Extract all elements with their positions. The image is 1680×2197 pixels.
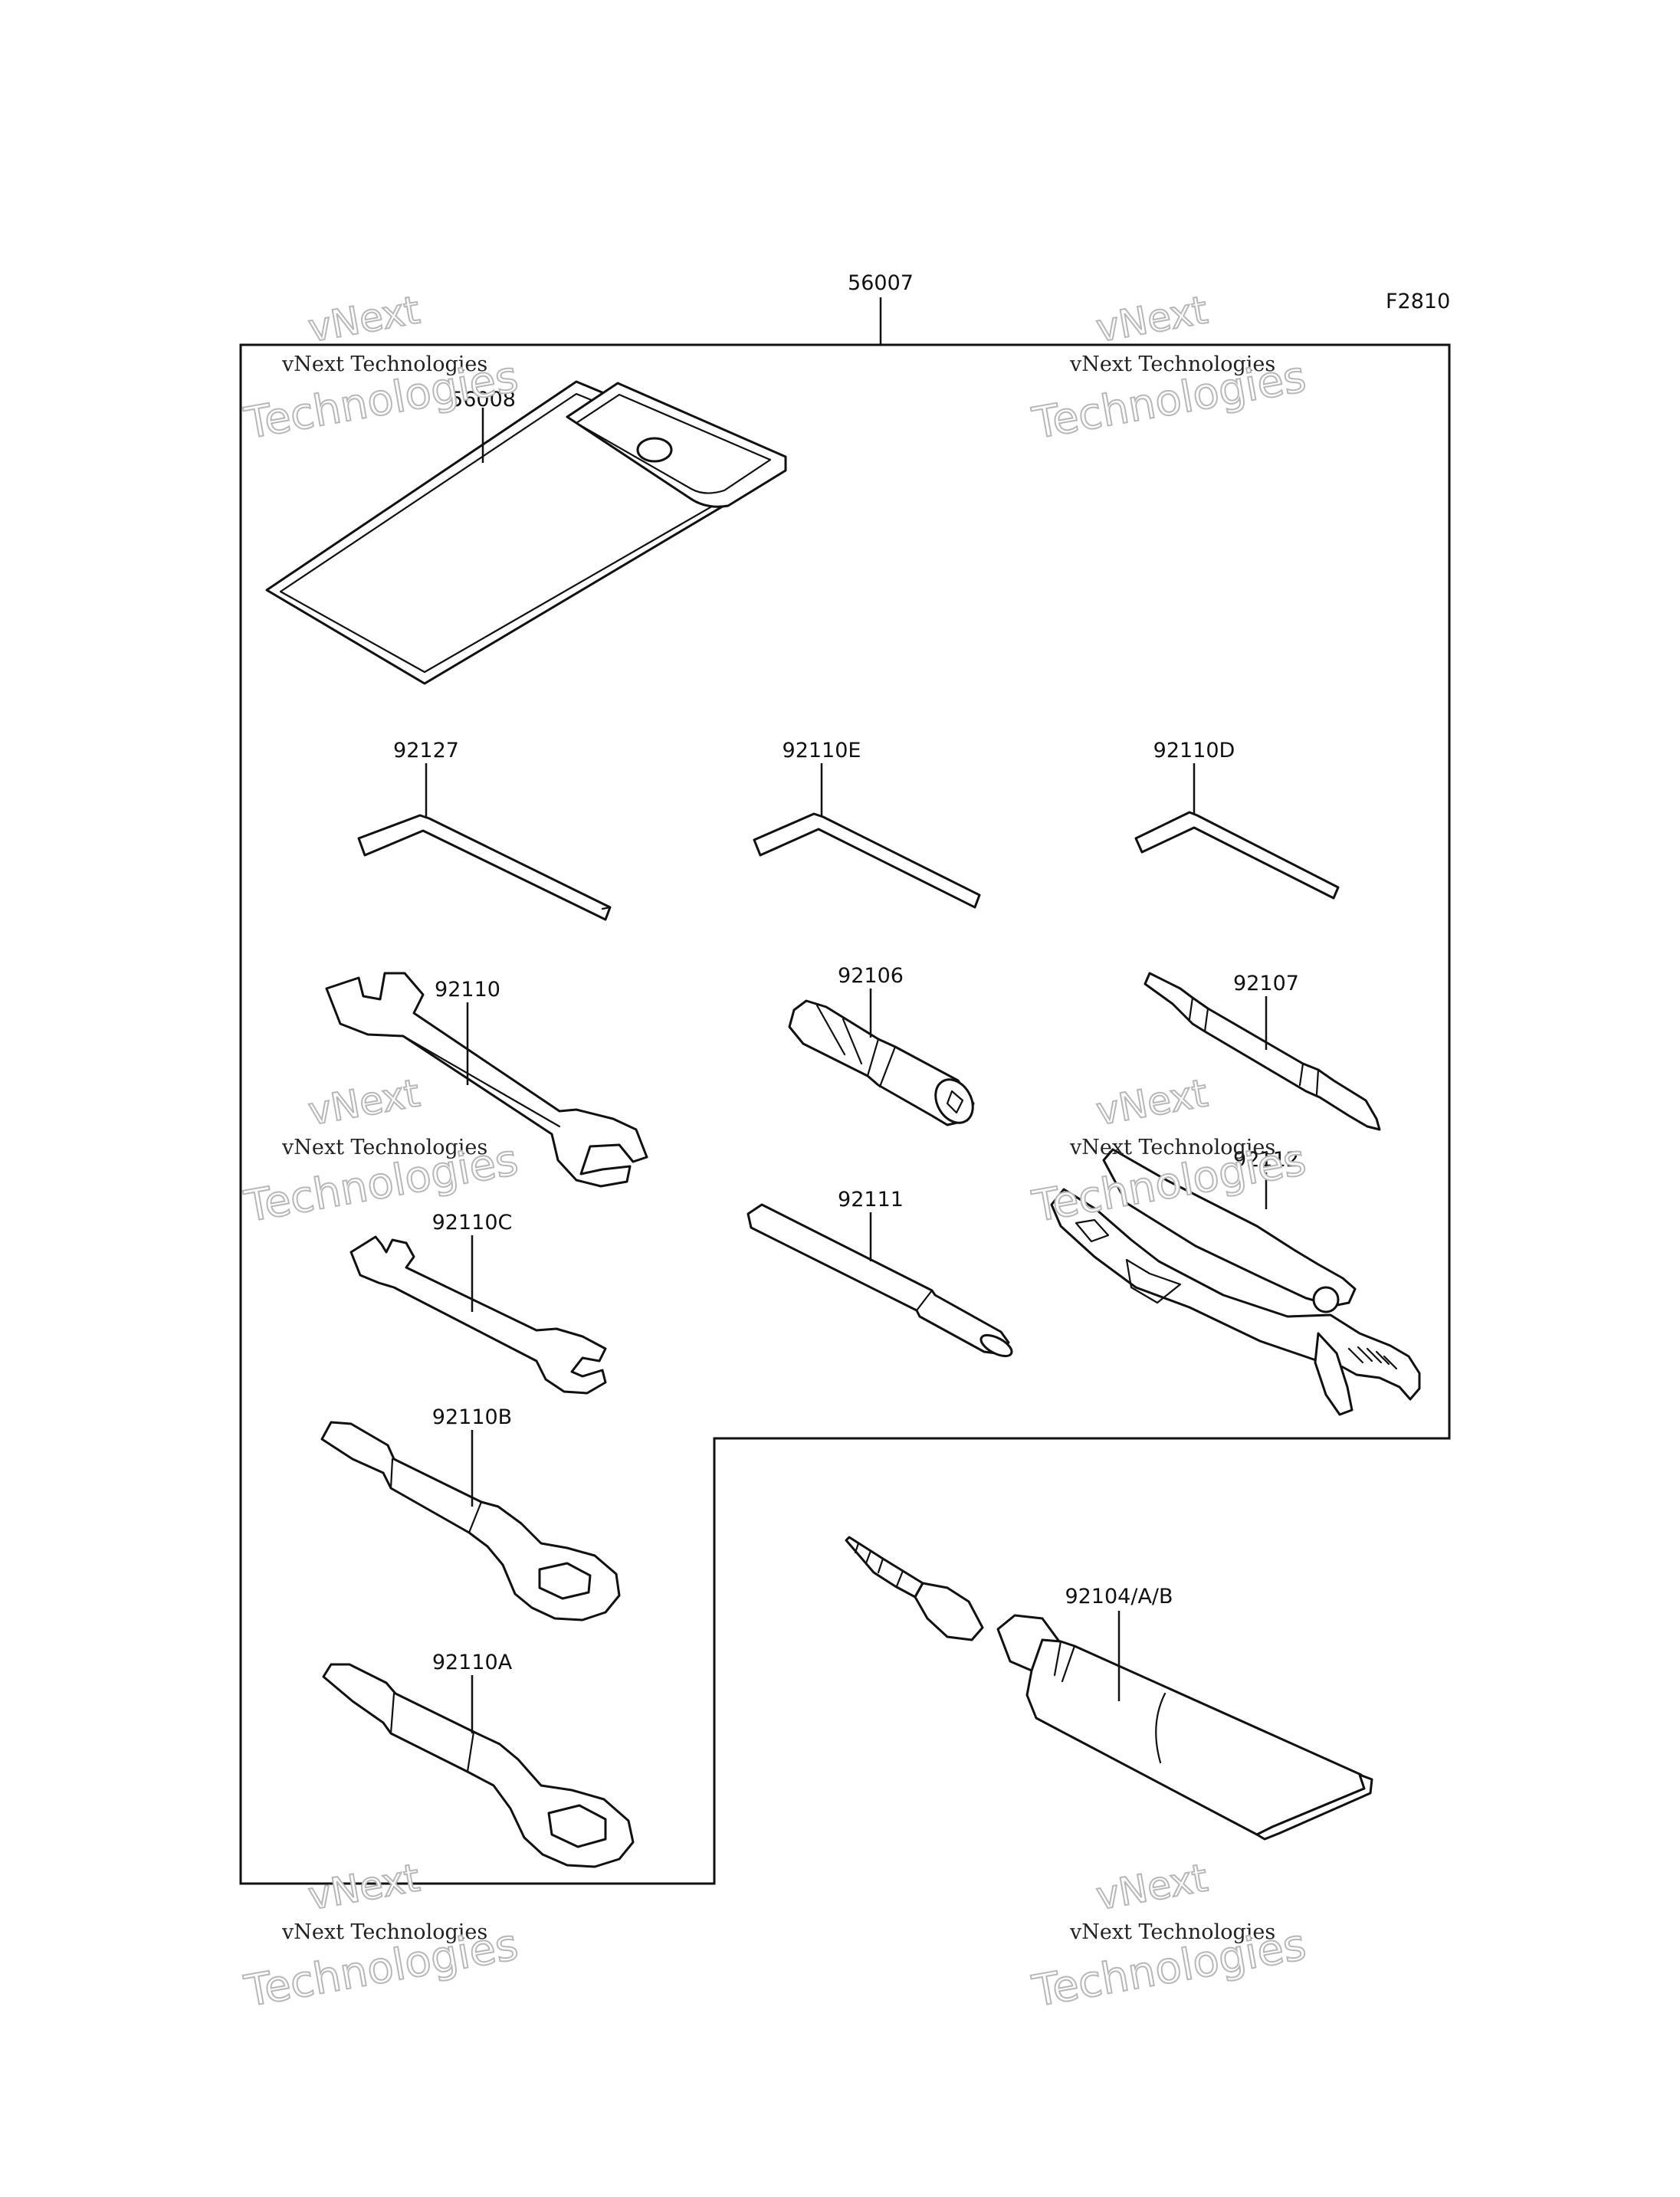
kit-number: 56007 <box>848 271 914 295</box>
svg-text:vNext Technologies: vNext Technologies <box>1069 1136 1275 1159</box>
open-wrench-large-label: 92110 <box>435 978 500 1002</box>
svg-text:vNext: vNext <box>305 1071 423 1133</box>
hex-key-medium-part[interactable] <box>753 812 981 909</box>
socket-label: 92106 <box>838 964 904 988</box>
hex-key-large-part[interactable] <box>357 814 612 921</box>
socket-part[interactable] <box>788 999 980 1130</box>
svg-text:vNext Technologies: vNext Technologies <box>281 1920 487 1944</box>
pliers-part[interactable] <box>1050 1148 1421 1416</box>
pouch-part[interactable] <box>265 380 787 685</box>
kit-boundary <box>239 343 1451 1885</box>
ring-wrench-a-part[interactable] <box>322 1663 635 1868</box>
figure-id: F2810 <box>1386 290 1450 313</box>
svg-text:vNext Technologies: vNext Technologies <box>1069 1920 1275 1944</box>
bar-part[interactable] <box>746 1203 1015 1360</box>
svg-text:vNext Technologies: vNext Technologies <box>281 353 487 376</box>
hex-key-large-label: 92127 <box>393 739 459 762</box>
hex-key-medium-label: 92110E <box>783 739 861 762</box>
tube-part[interactable] <box>845 1536 1373 1841</box>
ring-wrench-b-part[interactable] <box>320 1421 621 1622</box>
pouch-label: 56008 <box>450 388 516 412</box>
watermark-mid-left: vNext Technologies vNext Technologies <box>240 1070 523 1233</box>
open-wrench-large-part[interactable] <box>325 972 648 1188</box>
svg-text:vNext: vNext <box>305 1855 423 1918</box>
watermark-mid-right: vNext Technologies vNext Technologies <box>1028 1070 1311 1233</box>
pliers-label: 92112 <box>1233 1148 1299 1172</box>
svg-text:vNext Technologies: vNext Technologies <box>1069 353 1275 376</box>
hex-key-small-part[interactable] <box>1134 811 1340 900</box>
svg-text:vNext: vNext <box>1093 1855 1211 1918</box>
screwdriver-part[interactable] <box>1144 972 1381 1131</box>
open-wrench-small-label: 92110C <box>432 1211 513 1235</box>
hex-key-small-label: 92110D <box>1153 739 1235 762</box>
screwdriver-label: 92107 <box>1233 972 1299 995</box>
svg-text:vNext Technologies: vNext Technologies <box>281 1136 487 1159</box>
watermark-bottom-right: vNext Technologies vNext Technologies <box>1028 1854 1311 2018</box>
ring-wrench-a-label: 92110A <box>432 1651 513 1674</box>
tube-label: 92104/A/B <box>1065 1585 1173 1608</box>
bar-label: 92111 <box>838 1188 904 1212</box>
open-wrench-small-part[interactable] <box>349 1235 607 1395</box>
svg-text:vNext: vNext <box>305 287 423 350</box>
svg-text:vNext: vNext <box>1093 1071 1211 1133</box>
watermark-top-left: vNext Technologies vNext Technologies <box>240 287 523 450</box>
ring-wrench-b-label: 92110B <box>432 1405 512 1429</box>
svg-text:vNext: vNext <box>1093 287 1211 350</box>
watermark-bottom-left: vNext Technologies vNext Technologies <box>240 1854 523 2018</box>
watermark-top-right: vNext Technologies vNext Technologies <box>1028 287 1311 450</box>
